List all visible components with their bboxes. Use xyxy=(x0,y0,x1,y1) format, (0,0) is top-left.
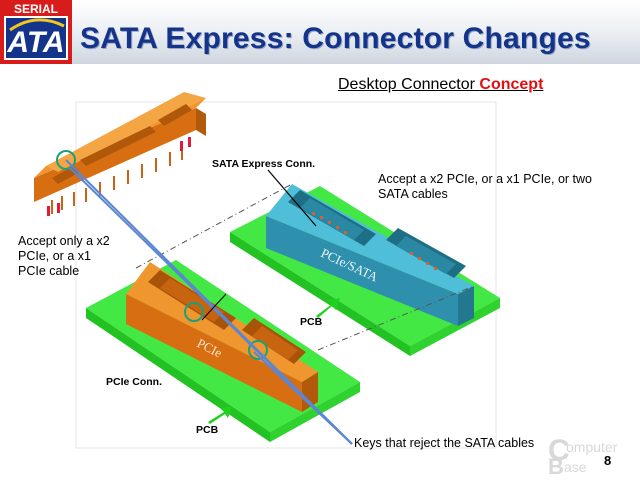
cable-plug xyxy=(34,92,206,216)
label-accept-x2-sata: Accept a x2 PCIe, or a x1 PCIe, or two S… xyxy=(378,172,592,201)
key-circle-plug xyxy=(56,150,76,170)
dashed-guide-bottom xyxy=(317,285,475,351)
key-circle-slot-2 xyxy=(248,340,268,360)
sata-conn-pointer xyxy=(267,169,317,227)
label-pcb-top: PCB xyxy=(300,316,323,328)
key-line-3 xyxy=(253,351,353,445)
pcb-arrow-top xyxy=(316,298,340,318)
page-number: 8 xyxy=(604,453,612,468)
serial-ata-logo: SERIAL ATA xyxy=(0,0,72,64)
computerbase-watermark: C omputer B ase xyxy=(548,436,618,476)
page-title: SATA Express: Connector Changes xyxy=(80,22,591,55)
pcb-arrow-bottom xyxy=(208,406,232,424)
label-pcie-conn: PCIe Conn. xyxy=(106,376,163,388)
pcie-connector: PCIe xyxy=(126,262,318,412)
label-keys: Keys that reject the SATA cables xyxy=(354,436,535,450)
logo-ata-text: ATA xyxy=(6,26,64,59)
subtitle: Desktop Connector Concept xyxy=(338,76,543,94)
svg-text:C: C xyxy=(548,436,570,467)
key-circle-slot-1 xyxy=(184,302,204,322)
label-sata-express-conn: SATA Express Conn. xyxy=(212,158,316,170)
subtitle-accent: Concept xyxy=(479,76,544,93)
sata-express-connector: PCIe/SATA xyxy=(266,184,474,326)
pcie-conn-pointer xyxy=(201,293,227,321)
watermark-top: omputer xyxy=(566,439,618,455)
header-banner xyxy=(0,0,640,64)
key-line-2 xyxy=(65,159,353,445)
svg-text:B: B xyxy=(548,454,564,476)
watermark-bottom: ase xyxy=(564,459,587,475)
label-pcb-bottom: PCB xyxy=(196,424,219,436)
logo-serial-text: SERIAL xyxy=(14,2,58,16)
subtitle-text: Desktop Connector xyxy=(338,76,480,93)
label-accept-only-x2: Accept only a x2 PCIe, or a x1 PCIe cabl… xyxy=(18,234,110,278)
diagram-frame xyxy=(75,101,497,449)
